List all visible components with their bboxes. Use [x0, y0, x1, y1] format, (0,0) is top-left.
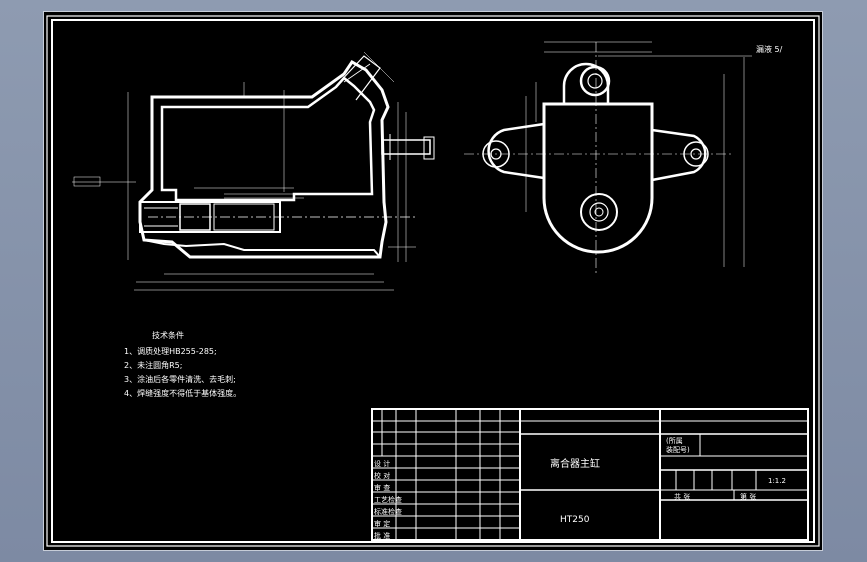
- row-review: 审 查: [374, 483, 390, 492]
- row-check: 校 对: [374, 471, 390, 480]
- top-lug-hole: [579, 65, 611, 97]
- front-view: [464, 41, 752, 274]
- row-process: 工艺检查: [374, 495, 402, 504]
- sheet-inner-frame: [51, 19, 815, 543]
- title-block: [371, 408, 809, 541]
- material: HT250: [560, 515, 590, 525]
- title-block-text: 离合器主缸 HT250 1:1.2 共 张 第 张 (所属 装配号) 设 计 校…: [374, 436, 786, 540]
- row-approve-1: 审 定: [374, 519, 390, 528]
- view-label: 漏液 5/: [756, 44, 783, 54]
- part-name: 离合器主缸: [550, 457, 600, 470]
- note-4: 4、焊缝强度不得低于基体强度。: [124, 388, 241, 398]
- right-ear: [651, 128, 707, 182]
- bore-circle: [580, 193, 618, 231]
- outer-profile: [138, 60, 390, 259]
- cad-drawing-sheet: 漏液 5/ 技术条件 1、调质处理HB255-285; 2、未注圆角R5; 3、…: [46, 15, 820, 547]
- assembly-label-2: 装配号): [666, 445, 690, 454]
- datum-tag: [73, 176, 101, 187]
- main-body: [542, 102, 654, 254]
- note-1: 1、调质处理HB255-285;: [124, 346, 217, 356]
- drawing-viewport[interactable]: 漏液 5/ 技术条件 1、调质处理HB255-285; 2、未注圆角R5; 3、…: [44, 12, 822, 550]
- section-view: [72, 51, 435, 291]
- assembly-label-1: (所属: [666, 436, 683, 445]
- title-block-frame: [371, 408, 809, 541]
- sheet-outer-frame: [46, 15, 820, 547]
- notes-title: 技术条件: [152, 330, 184, 340]
- row-approve-2: 批 准: [374, 531, 390, 540]
- sheet-number: 第 张: [740, 492, 756, 501]
- note-2: 2、未注圆角R5;: [124, 360, 182, 370]
- piston: [179, 203, 211, 231]
- technical-notes: 技术条件 1、调质处理HB255-285; 2、未注圆角R5; 3、涂油后各零件…: [124, 330, 241, 398]
- row-standard: 标准检查: [374, 507, 402, 516]
- top-lug: [562, 62, 610, 104]
- left-ear: [487, 122, 545, 180]
- piston-rod: [213, 203, 275, 231]
- sheet-total: 共 张: [674, 492, 690, 501]
- note-3: 3、涂油后各零件清洗、去毛刺;: [124, 374, 236, 384]
- row-design: 设 计: [374, 459, 390, 468]
- scale: 1:1.2: [768, 477, 786, 485]
